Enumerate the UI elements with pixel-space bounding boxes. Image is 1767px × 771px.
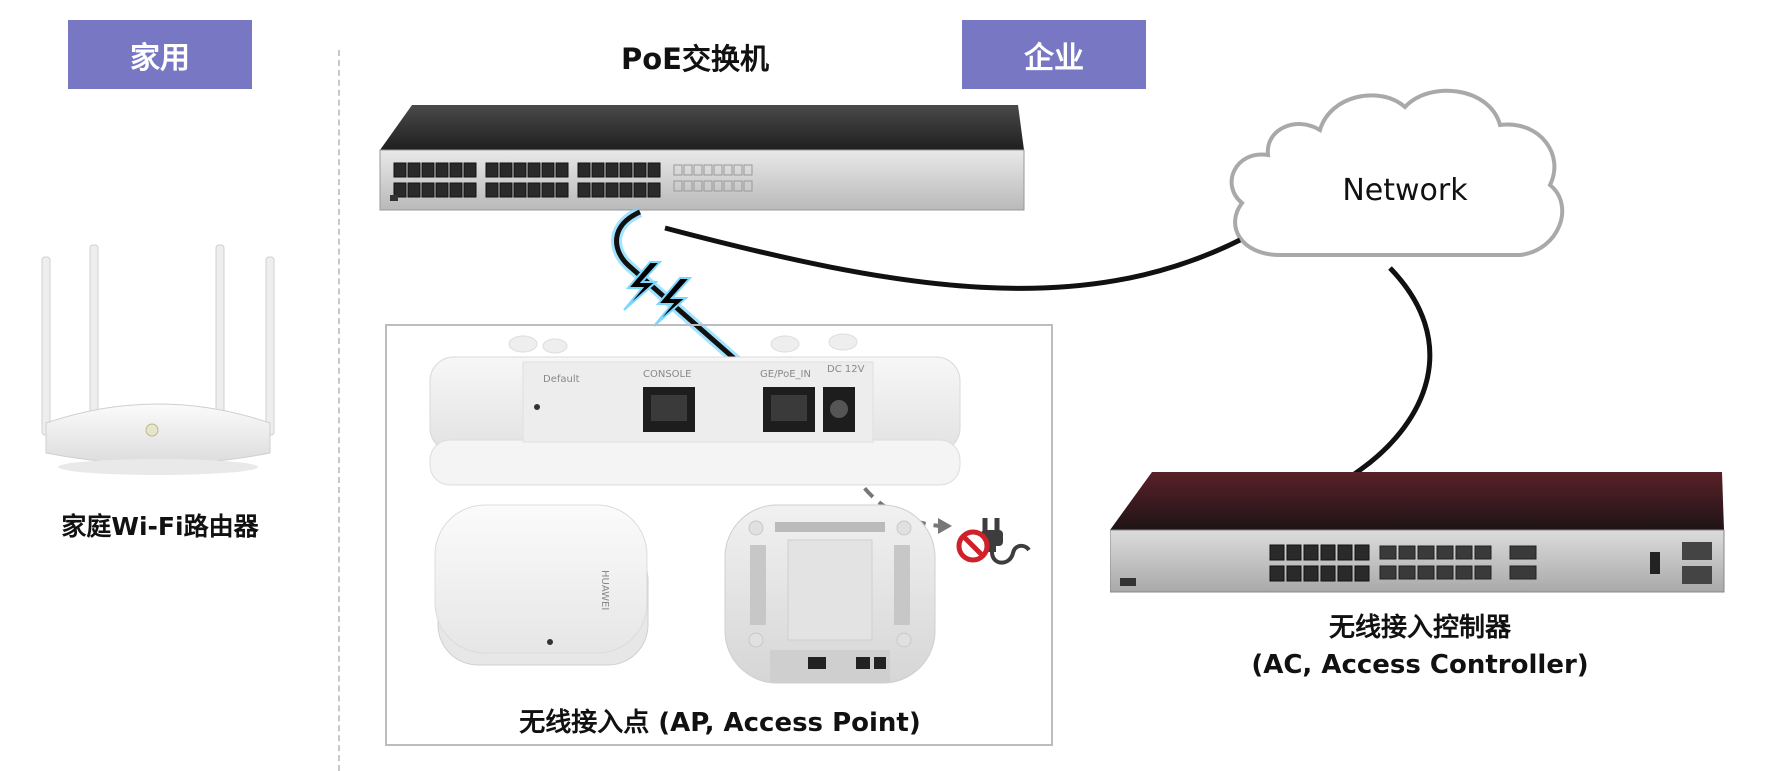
lightning-icon bbox=[623, 261, 663, 311]
switch-title: PoE交换机 bbox=[621, 42, 769, 76]
controller-label-line2: (AC, Access Controller) bbox=[1251, 650, 1589, 680]
access-controller-image bbox=[1110, 472, 1725, 593]
access-point-panel bbox=[385, 324, 1053, 746]
switch-ports bbox=[393, 162, 753, 198]
section-divider bbox=[338, 50, 340, 771]
default-port-label: Default bbox=[543, 374, 580, 385]
switch-to-network-cable bbox=[664, 225, 1242, 291]
no-power-plug-icon bbox=[956, 518, 1031, 565]
home-badge: 家用 bbox=[68, 20, 252, 89]
home-router-image bbox=[41, 244, 275, 475]
ap-bottom-view-image bbox=[724, 504, 936, 684]
controller-ports bbox=[1269, 544, 1537, 582]
ap-side-view-image: Default CONSOLE GE/PoE_IN DC 12V bbox=[429, 333, 961, 486]
enterprise-badge: 企业 bbox=[962, 20, 1146, 89]
ap-top-view-image: HUAWEI bbox=[434, 504, 649, 666]
ge-poe-port-label: GE/PoE_IN bbox=[760, 369, 811, 380]
poe-cable bbox=[614, 209, 772, 392]
lightning-icon bbox=[653, 277, 693, 327]
poe-switch-image bbox=[379, 105, 1025, 211]
network-label: Network bbox=[1342, 173, 1468, 208]
home-router-label: 家庭Wi-Fi路由器 bbox=[61, 512, 259, 541]
dc-port-label: DC 12V bbox=[827, 364, 865, 375]
console-port-label: CONSOLE bbox=[643, 369, 691, 380]
controller-label-line1: 无线接入控制器 bbox=[1328, 613, 1511, 643]
access-point-caption: 无线接入点 (AP, Access Point) bbox=[519, 708, 921, 738]
network-cloud: Network bbox=[1229, 88, 1565, 257]
ap-brand-text: HUAWEI bbox=[599, 570, 610, 610]
